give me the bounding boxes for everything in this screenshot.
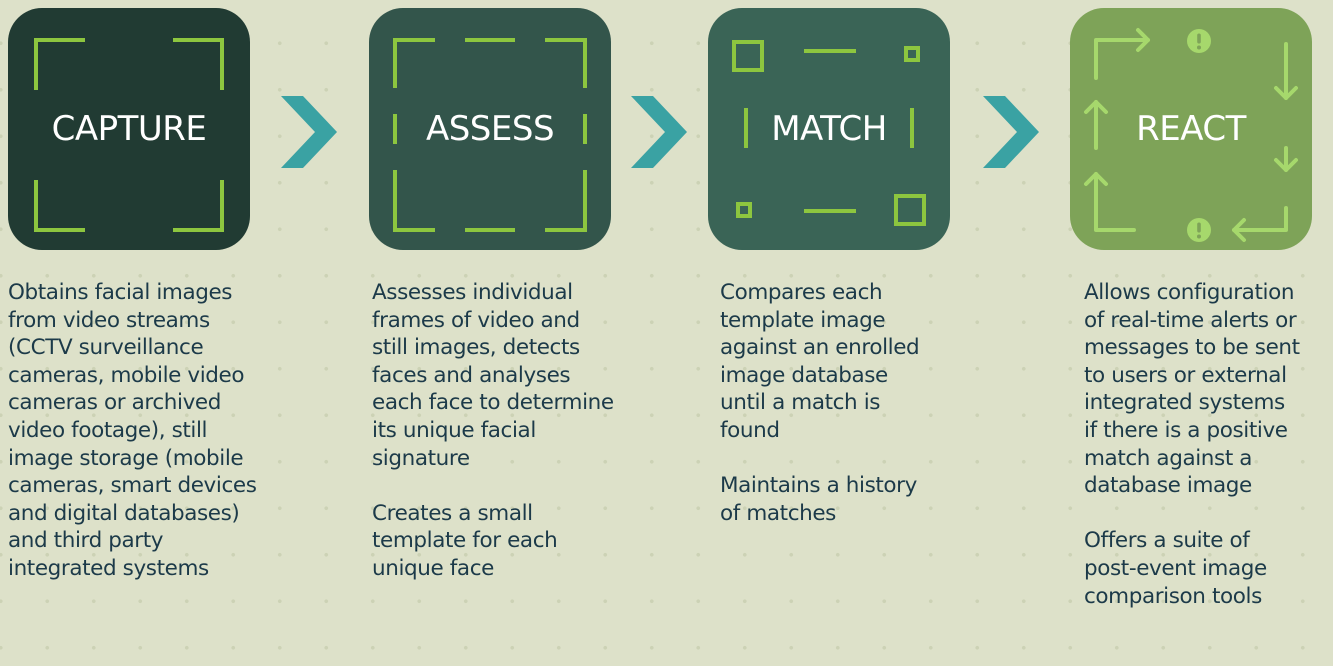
assess-step-title: ASSESS	[425, 109, 555, 149]
chevron-right-icon	[983, 96, 1039, 168]
assess-description-paragraph: Assesses individual frames of video and …	[372, 280, 614, 471]
assess-description-paragraph: Creates a small template for each unique…	[372, 500, 558, 581]
match-step-tile: MATCH	[708, 8, 950, 250]
corner-brackets-icon	[34, 38, 224, 232]
exclamation-circle-icon	[1187, 29, 1211, 53]
react-step-tile: REACT	[1070, 8, 1312, 250]
capture-step-tile: CAPTURE	[8, 8, 250, 250]
dashed-frame-icon	[393, 38, 587, 232]
react-step-title: REACT	[1136, 109, 1246, 149]
exclamation-circle-icon	[1187, 218, 1211, 242]
capture-description-paragraph: Obtains facial images from video streams…	[8, 280, 257, 581]
chevron-right-icon	[281, 96, 337, 168]
match-step-description: Compares each template image against an …	[720, 279, 980, 527]
square-markers-frame-icon	[732, 40, 926, 226]
capture-step-title: CAPTURE	[51, 109, 207, 149]
match-description-paragraph: Compares each template image against an …	[720, 280, 920, 443]
react-description-paragraph: Allows configuration of real-time alerts…	[1084, 280, 1300, 499]
cycle-arrows-frame-icon	[1084, 28, 1298, 242]
match-description-paragraph: Maintains a history of matches	[720, 473, 917, 526]
chevron-right-icon	[631, 96, 687, 168]
react-description-paragraph: Offers a suite of post-event image compa…	[1084, 528, 1267, 609]
capture-step-description: Obtains facial images from video streams…	[8, 279, 308, 583]
assess-step-description: Assesses individual frames of video and …	[372, 279, 672, 583]
match-step-title: MATCH	[771, 109, 887, 149]
assess-step-tile: ASSESS	[369, 8, 611, 250]
react-step-description: Allows configuration of real-time alerts…	[1084, 279, 1333, 610]
